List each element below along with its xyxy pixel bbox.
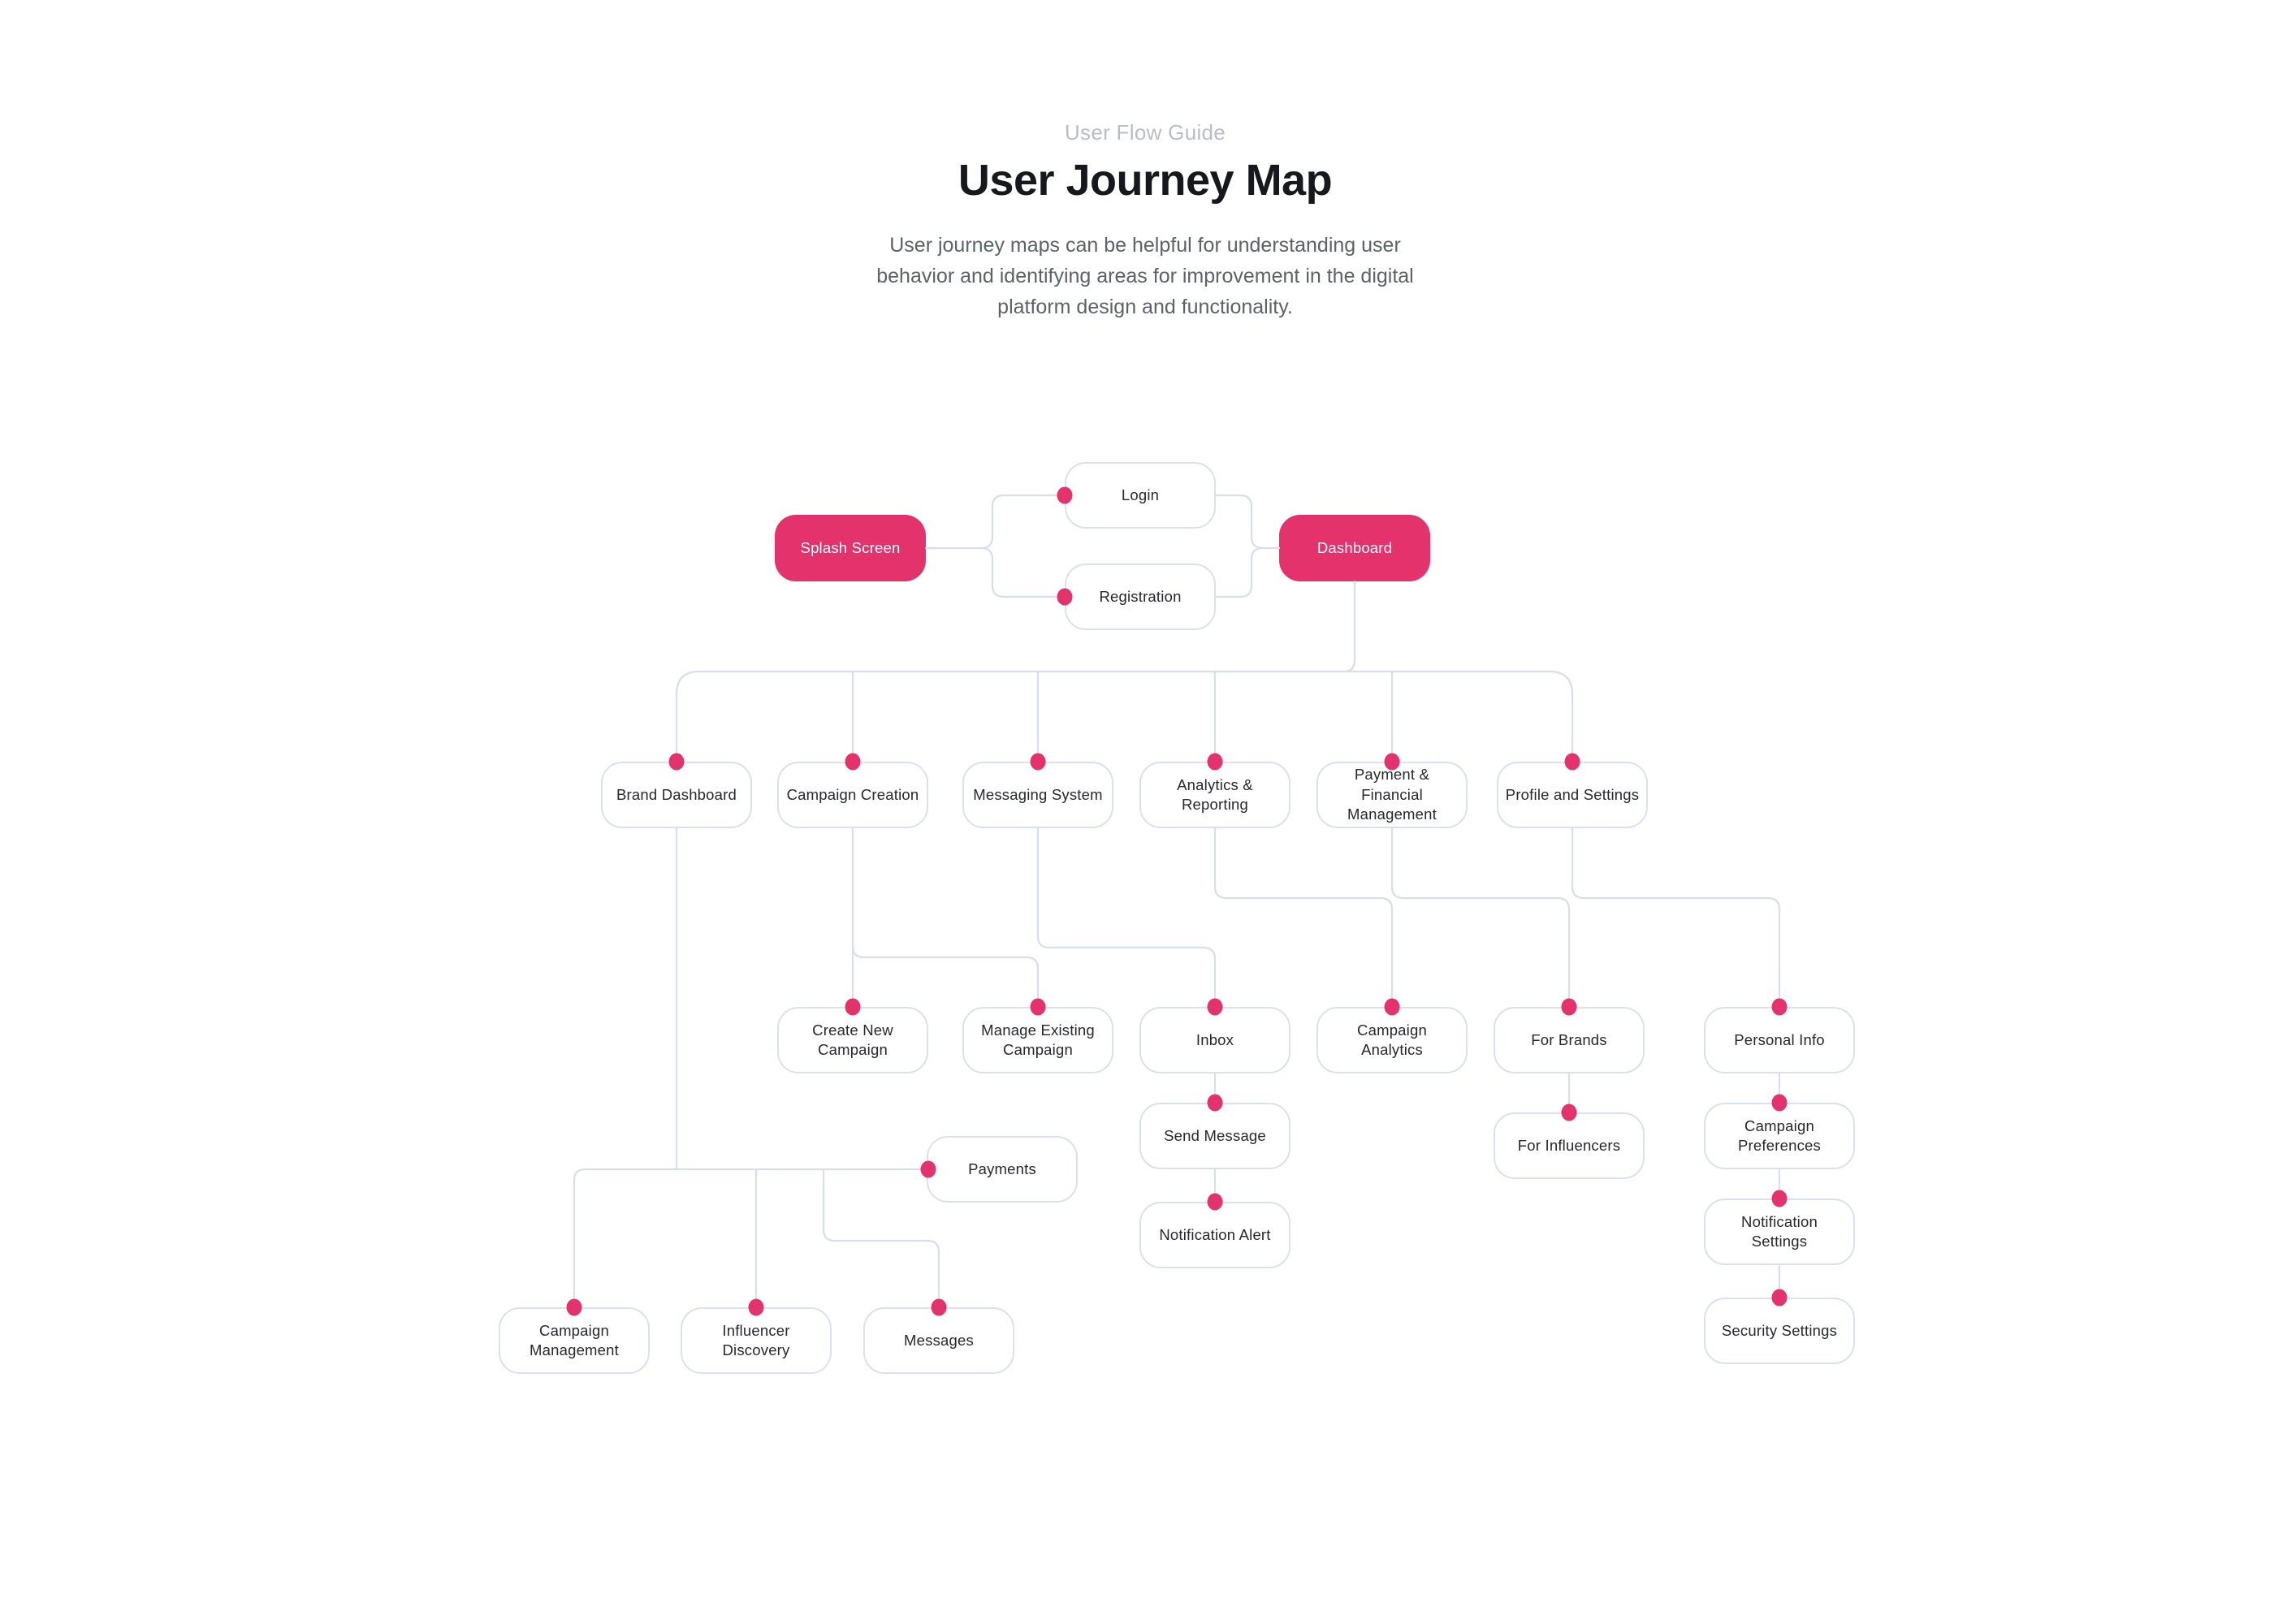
node-login[interactable]: Login bbox=[1065, 462, 1216, 529]
page-description: User journey maps can be helpful for und… bbox=[876, 234, 1414, 318]
node-campaign-creation[interactable]: Campaign Creation bbox=[777, 762, 928, 828]
node-messaging-system[interactable]: Messaging System bbox=[962, 762, 1113, 828]
node-registration[interactable]: Registration bbox=[1065, 564, 1216, 630]
page-title: User Journey Map bbox=[958, 156, 1333, 205]
node-payment-financial-management[interactable]: Payment & Financial Management bbox=[1316, 762, 1468, 828]
node-brand-dashboard[interactable]: Brand Dashboard bbox=[601, 762, 752, 828]
page-header: User Flow Guide User Journey Map User jo… bbox=[820, 120, 1470, 322]
node-campaign-management[interactable]: Campaign Management bbox=[499, 1307, 650, 1374]
node-influencer-discovery[interactable]: Influencer Discovery bbox=[681, 1307, 832, 1374]
node-security-settings[interactable]: Security Settings bbox=[1704, 1298, 1855, 1364]
node-for-brands[interactable]: For Brands bbox=[1494, 1007, 1645, 1073]
node-profile-and-settings[interactable]: Profile and Settings bbox=[1497, 762, 1648, 828]
node-analytics-reporting[interactable]: Analytics & Reporting bbox=[1139, 762, 1290, 828]
node-inbox[interactable]: Inbox bbox=[1139, 1007, 1290, 1073]
node-send-message[interactable]: Send Message bbox=[1139, 1103, 1290, 1169]
node-messages[interactable]: Messages bbox=[863, 1307, 1014, 1374]
node-personal-info[interactable]: Personal Info bbox=[1704, 1007, 1855, 1073]
node-notification-settings[interactable]: Notification Settings bbox=[1704, 1199, 1855, 1265]
node-dashboard[interactable]: Dashboard bbox=[1279, 515, 1430, 581]
node-payments[interactable]: Payments bbox=[927, 1136, 1078, 1203]
node-notification-alert[interactable]: Notification Alert bbox=[1139, 1202, 1290, 1268]
node-splash-screen[interactable]: Splash Screen bbox=[775, 515, 926, 581]
node-manage-existing-campaign[interactable]: Manage Existing Campaign bbox=[962, 1007, 1113, 1073]
node-campaign-analytics[interactable]: Campaign Analytics bbox=[1316, 1007, 1468, 1073]
node-campaign-preferences[interactable]: Campaign Preferences bbox=[1704, 1103, 1855, 1169]
node-create-new-campaign[interactable]: Create New Campaign bbox=[777, 1007, 928, 1073]
node-for-influencers[interactable]: For Influencers bbox=[1494, 1112, 1645, 1179]
eyebrow-label: User Flow Guide bbox=[1064, 120, 1226, 145]
